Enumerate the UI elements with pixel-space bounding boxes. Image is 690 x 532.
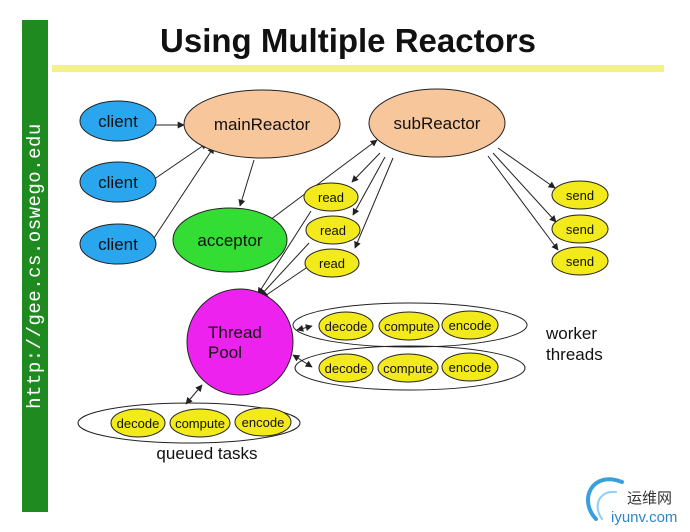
encode-task [441,310,499,340]
arrow-subreactor-read1 [351,152,381,183]
arrow-pool-queue [185,384,203,405]
arrows [149,121,559,405]
encode-label: encode [449,318,492,333]
worker-row-1: decode compute encode [318,310,499,341]
watermark-url: iyunv.com [611,509,677,526]
acceptor-label: acceptor [197,231,263,250]
encode-task [441,352,499,382]
page-title: Using Multiple Reactors [160,22,536,59]
read-node-2: read [305,215,361,245]
encode-label: encode [449,360,492,375]
worker-threads-label-2: threads [546,345,603,364]
sidebar-bar [22,20,48,512]
compute-label: compute [384,319,434,334]
send-node-3: send [551,246,609,276]
read-node-1: read [303,182,359,212]
send-label: send [566,254,594,269]
send-label: send [566,222,594,237]
main-reactor-node: mainReactor [183,89,341,159]
compute-task [378,311,440,341]
sub-reactor-node: subReactor [368,88,506,158]
arrow-subreactor-send2 [492,152,557,223]
client-node-3: client [79,223,157,265]
encode-label: encode [242,415,285,430]
queued-tasks-label: queued tasks [156,444,257,463]
compute-task [377,353,439,383]
worker-row-1-outline [292,302,528,348]
sub-reactor-label: subReactor [394,114,481,133]
client-node-2: client [79,161,157,203]
worker-row-2: decode compute encode [318,352,499,383]
decode-label: decode [117,416,160,431]
arrow-subreactor-send1 [497,147,556,189]
thread-pool-label-1: Thread [208,323,262,342]
arrow-read2-pool [259,242,310,297]
main-reactor-label: mainReactor [214,115,311,134]
send-node-1: send [551,180,609,210]
read-node-3: read [304,248,360,278]
acceptor-node: acceptor [172,207,288,273]
decode-label: decode [325,361,368,376]
decode-task [110,408,166,438]
title-underline [52,65,664,72]
arrow-mainreactor-acceptor [238,159,255,207]
compute-label: compute [383,361,433,376]
read-label: read [320,223,346,238]
arrow-read3-pool [261,265,310,299]
send-node-2: send [551,214,609,244]
queued-row-outline [77,402,301,444]
compute-label: compute [175,416,225,431]
client-label: client [98,112,138,131]
arrow-acceptor-subreactor [269,139,378,221]
thread-pool-node: Thread Pool [186,288,294,396]
worker-row-2-outline [294,345,526,391]
watermark-cn: 运维网 [627,490,672,507]
arrow-client3-mainreactor [149,146,215,245]
decode-task [318,353,374,383]
client-node-1: client [79,100,157,142]
send-label: send [566,188,594,203]
watermark-swoosh-icon [586,477,624,521]
arrow-subreactor-send3 [487,155,559,251]
watermark: 运维网 iyunv.com [586,477,677,526]
arrow-pool-worker2 [292,354,313,368]
decode-label: decode [325,319,368,334]
arrow-subreactor-read2 [352,156,386,216]
encode-task [234,407,292,437]
queued-row: decode compute encode [110,407,292,438]
read-label: read [318,190,344,205]
compute-task [169,408,231,438]
arrow-pool-worker1 [296,324,313,332]
client-label: client [98,235,138,254]
client-label: client [98,173,138,192]
arrow-subreactor-read3 [354,157,394,249]
arrow-read1-pool [257,210,312,295]
worker-threads-label-1: worker [545,324,597,343]
arrow-client2-mainreactor [149,142,208,183]
decode-task [318,311,374,341]
read-label: read [319,256,345,271]
thread-pool-label-2: Pool [208,343,242,362]
